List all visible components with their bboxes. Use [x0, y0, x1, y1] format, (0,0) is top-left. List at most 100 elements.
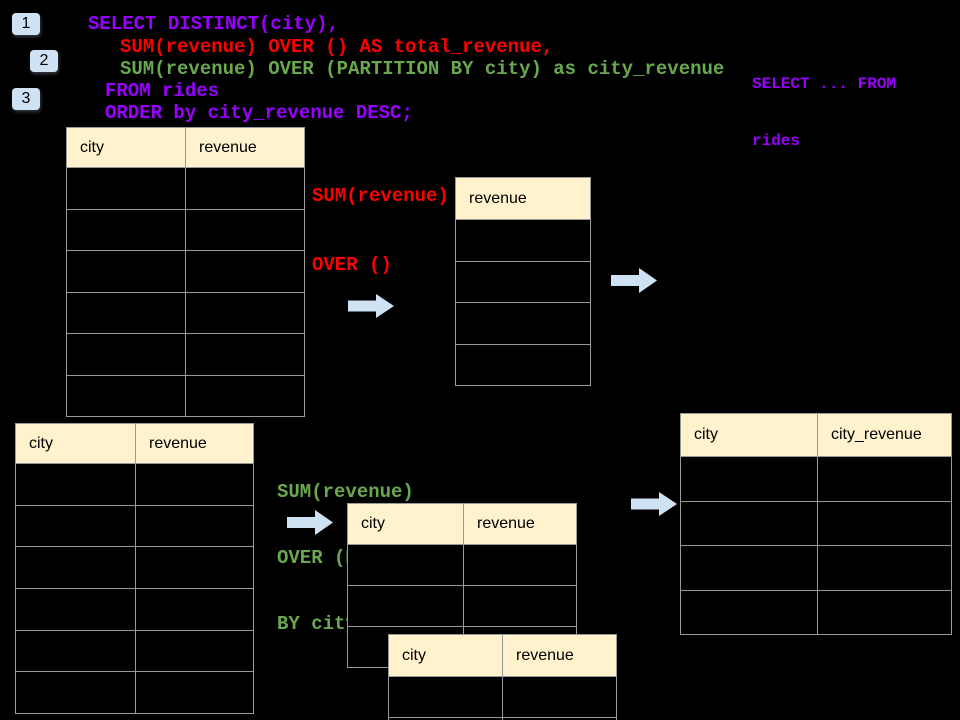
empty-cell — [185, 333, 305, 376]
flow-arrow-right-icon — [348, 294, 394, 318]
table-source-top: city revenue — [66, 127, 305, 417]
side-note-select-from: SELECT ... FROM rides — [752, 37, 896, 189]
empty-cell — [185, 291, 305, 334]
empty-row — [66, 333, 305, 376]
empty-cell — [66, 333, 186, 376]
empty-cell — [66, 250, 186, 293]
empty-cell — [15, 629, 136, 673]
table-header-row: city revenue — [347, 503, 577, 545]
col-header-revenue: revenue — [185, 127, 305, 168]
side-note-line-1: SELECT ... FROM — [752, 75, 897, 93]
empty-row — [66, 374, 305, 417]
table-partition-inner-2: city revenue — [388, 634, 617, 720]
empty-cell — [135, 504, 254, 548]
empty-cell — [817, 500, 952, 546]
empty-cell — [347, 544, 464, 586]
empty-cell — [15, 588, 136, 631]
sql-line-order: ORDER by city_revenue DESC; — [105, 102, 413, 124]
empty-row — [680, 545, 952, 591]
table-header-row: city revenue — [388, 634, 617, 677]
empty-cell — [15, 546, 136, 590]
empty-cell — [680, 500, 818, 546]
empty-cell — [817, 456, 952, 502]
empty-row — [347, 585, 577, 627]
table-source-bottom: city revenue — [15, 423, 254, 715]
empty-cell — [185, 167, 305, 210]
empty-cell — [15, 504, 136, 548]
empty-cell — [185, 250, 305, 293]
empty-cell — [135, 629, 254, 673]
empty-cell — [463, 544, 577, 586]
empty-cell — [66, 208, 186, 251]
empty-row — [66, 291, 305, 334]
col-header-revenue: revenue — [135, 423, 254, 464]
empty-cell — [502, 717, 617, 720]
flow-arrow-right-icon — [611, 268, 657, 293]
empty-cell — [135, 463, 254, 506]
col-header-revenue: revenue — [463, 503, 577, 545]
annotation-total-line-2: OVER () — [312, 254, 392, 276]
empty-cell — [463, 585, 577, 627]
flow-arrow-right-icon — [631, 492, 677, 516]
empty-cell — [135, 671, 254, 715]
empty-cell — [388, 676, 503, 718]
empty-cell — [455, 219, 591, 262]
empty-cell — [135, 588, 254, 631]
empty-row — [680, 456, 952, 502]
empty-row — [15, 671, 254, 715]
empty-cell — [817, 589, 952, 635]
empty-row — [347, 544, 577, 586]
annotation-total-line-1: SUM(revenue) — [312, 185, 449, 207]
col-header-city: city — [680, 413, 818, 457]
empty-cell — [455, 302, 591, 345]
empty-row — [15, 629, 254, 673]
sql-line-from: FROM rides — [105, 80, 220, 102]
step-badge-2: 2 — [30, 50, 58, 72]
col-header-revenue: revenue — [502, 634, 617, 677]
empty-row — [455, 219, 591, 262]
table-header-row: city revenue — [66, 127, 305, 168]
table-result: city city_revenue — [680, 413, 952, 635]
col-header-city: city — [66, 127, 186, 168]
empty-cell — [347, 585, 464, 627]
empty-cell — [455, 260, 591, 303]
empty-row — [15, 588, 254, 631]
flow-arrow-right-icon — [287, 510, 333, 535]
table-header-row: city city_revenue — [680, 413, 952, 457]
side-note-line-2: rides — [752, 132, 801, 150]
sql-line-select: SELECT DISTINCT(city), — [88, 13, 339, 35]
empty-cell — [66, 374, 186, 417]
step-badge-1: 1 — [12, 13, 40, 35]
empty-row — [680, 500, 952, 546]
step-badge-3: 3 — [12, 88, 40, 110]
empty-cell — [817, 545, 952, 591]
col-header-city-revenue: city_revenue — [817, 413, 952, 457]
empty-cell — [455, 343, 591, 386]
empty-cell — [135, 546, 254, 590]
annotation-partition-line-1: SUM(revenue) — [277, 481, 414, 503]
empty-cell — [680, 545, 818, 591]
empty-row — [680, 589, 952, 635]
empty-row — [66, 250, 305, 293]
empty-row — [15, 546, 254, 590]
empty-cell — [680, 589, 818, 635]
col-header-revenue: revenue — [455, 177, 591, 220]
empty-row — [15, 504, 254, 548]
empty-row — [455, 260, 591, 303]
sql-line-sum-over: SUM(revenue) OVER () AS total_revenue, — [120, 36, 554, 58]
col-header-city: city — [388, 634, 503, 677]
empty-cell — [66, 167, 186, 210]
col-header-city: city — [347, 503, 464, 545]
empty-row — [455, 343, 591, 386]
empty-row — [66, 167, 305, 210]
empty-row — [15, 463, 254, 506]
table-total-revenue: revenue — [455, 177, 591, 386]
empty-cell — [15, 671, 136, 715]
empty-row — [388, 717, 617, 720]
empty-cell — [66, 291, 186, 334]
annotation-total-revenue: SUM(revenue) OVER () — [312, 139, 449, 323]
empty-row — [455, 302, 591, 345]
empty-row — [66, 208, 305, 251]
table-header-row: city revenue — [15, 423, 254, 464]
